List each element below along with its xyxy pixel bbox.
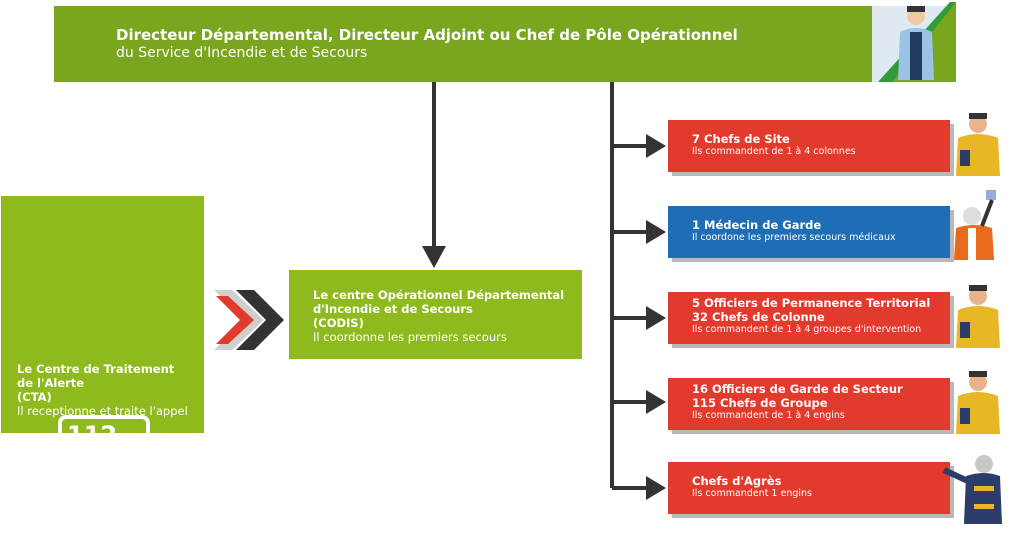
number-18: 18 xyxy=(82,471,152,529)
role-box-officiers-permanence: 5 Officiers de Permanence Territorial 32… xyxy=(668,292,950,344)
arrow-down-icon xyxy=(422,246,446,268)
emergency-number-card: 112 18 xyxy=(58,415,152,537)
role-box-chefs-de-site: 7 Chefs de Site Ils commandent de 1 à 4 … xyxy=(668,120,950,172)
role-description: Il coordone les premiers secours médicau… xyxy=(692,232,896,243)
codis-description: Il coordonne les premiers secours xyxy=(313,330,507,344)
director-subtitle: du Service d'Incendie et de Secours xyxy=(116,45,368,61)
director-avatar xyxy=(872,2,956,82)
cta-box: 112 18 Le Centre de Traitement de l'Aler… xyxy=(1,196,204,537)
role-description: Ils commandent de 1 à 4 groupes d'interv… xyxy=(692,324,922,335)
cta-description: Il receptionne et traite l'appel xyxy=(17,404,188,418)
codis-title-line3: (CODIS) xyxy=(313,316,364,330)
arrow-right-icon xyxy=(646,134,666,158)
role-heading-secondary: 115 Chefs de Groupe xyxy=(692,396,828,410)
codis-box: Le centre Opérationnel Départemental d'I… xyxy=(289,270,582,359)
firefighter-avatar xyxy=(956,371,1000,434)
arrow-right-icon xyxy=(646,220,666,244)
role-box-officiers-garde: 16 Officiers de Garde de Secteur 115 Che… xyxy=(668,378,950,430)
phone-icon xyxy=(69,439,138,475)
firefighter-avatar xyxy=(956,285,1000,348)
firefighter-avatar xyxy=(956,113,1000,176)
firefighter-pointing-avatar xyxy=(942,455,1002,524)
role-heading: 7 Chefs de Site xyxy=(692,132,790,146)
doctor-avatar xyxy=(954,190,996,260)
role-description: Ils commandent de 1 à 4 colonnes xyxy=(692,146,856,157)
arrow-right-icon xyxy=(646,306,666,330)
director-title: Directeur Départemental, Directeur Adjoi… xyxy=(116,26,738,44)
codis-title-line1: Le centre Opérationnel Départemental xyxy=(313,288,565,302)
cta-title-line1: Le Centre de Traitement xyxy=(17,362,175,376)
codis-title-line2: d'Incendie et de Secours xyxy=(313,302,473,316)
director-box: Directeur Départemental, Directeur Adjoi… xyxy=(54,6,954,82)
chevron-right-icon xyxy=(214,290,284,350)
arrow-right-icon xyxy=(646,390,666,414)
role-description: Ils commandent 1 engins xyxy=(692,488,813,499)
role-box-medecin: 1 Médecin de Garde Il coordone les premi… xyxy=(668,206,950,258)
arrow-right-icon xyxy=(646,476,666,500)
role-heading: Chefs d'Agrès xyxy=(692,474,782,488)
cta-title-line3: (CTA) xyxy=(17,390,52,404)
role-description: Ils commandent de 1 à 4 engins xyxy=(692,410,845,421)
role-box-chefs-agres: Chefs d'Agrès Ils commandent 1 engins xyxy=(668,462,950,514)
role-heading: 1 Médecin de Garde xyxy=(692,218,822,232)
role-heading-secondary: 32 Chefs de Colonne xyxy=(692,310,825,324)
cta-title-line2: de l'Alerte xyxy=(17,376,85,390)
role-heading: 16 Officiers de Garde de Secteur xyxy=(692,382,903,396)
role-heading: 5 Officiers de Permanence Territorial xyxy=(692,296,931,310)
